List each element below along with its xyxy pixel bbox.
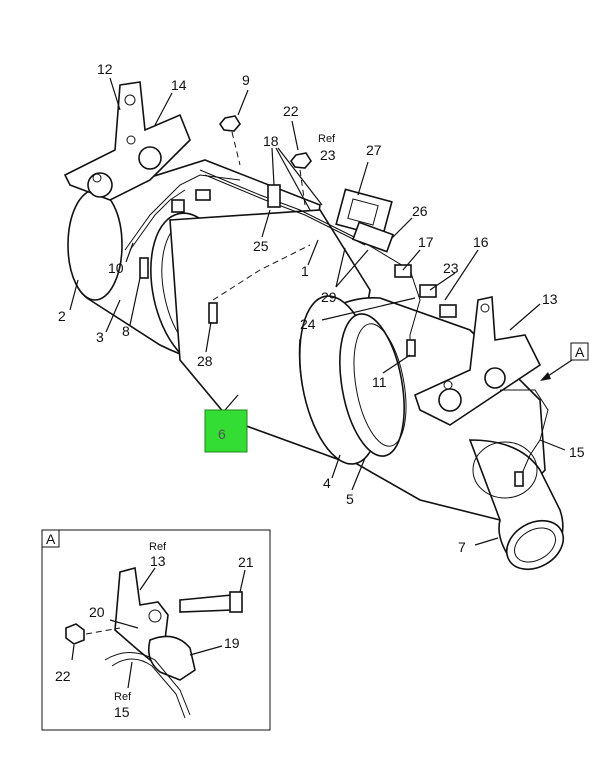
callout-22: 22 — [283, 103, 299, 119]
callout-5: 5 — [346, 491, 354, 507]
nut-9 — [219, 115, 241, 132]
callout-25: 25 — [253, 238, 269, 254]
callout-3: 3 — [96, 329, 104, 345]
callout-16: 16 — [473, 234, 489, 250]
detail-frame — [41, 529, 271, 731]
bolt-8 — [139, 257, 149, 279]
callout-7: 7 — [458, 539, 466, 555]
detail-nut-22 — [65, 623, 85, 645]
callout-28: 28 — [197, 353, 213, 369]
leader-lines — [69, 77, 573, 546]
callout-26: 26 — [412, 203, 428, 219]
callout-10: 10 — [108, 260, 124, 276]
detail-view-a: A Ref 13 21 20 19 22 Ref 15 — [41, 529, 271, 731]
detail-tag: A — [46, 531, 56, 547]
callout-23-ref: Ref — [318, 133, 336, 145]
callout-11: 11 — [372, 374, 387, 390]
view-a-tag: A — [575, 344, 585, 360]
highlight-box-6 — [204, 409, 248, 453]
callout-12: 12 — [97, 61, 113, 77]
harness-1 — [199, 169, 421, 350]
bolt-28 — [208, 302, 218, 324]
detail-ref15-ref: Ref — [114, 691, 132, 703]
detail-ref15-num: 15 — [114, 704, 130, 720]
detail-ref13-ref: Ref — [149, 541, 167, 553]
callout-17: 17 — [418, 234, 434, 250]
callout-6: 6 — [218, 426, 226, 442]
detail-ref13-num: 13 — [150, 553, 166, 569]
callout-13: 13 — [542, 291, 558, 307]
detail-bolt-21 — [179, 594, 233, 613]
detail-clip-19 — [147, 635, 196, 681]
nut-22 — [290, 152, 312, 169]
callout-4: 4 — [323, 475, 331, 491]
callout-27: 27 — [366, 142, 382, 158]
detail-callout-21: 21 — [238, 554, 254, 570]
clamp-5 — [339, 313, 405, 457]
callout-labels: 12 14 9 22 18 Ref 23 27 26 25 17 16 10 1… — [58, 61, 589, 555]
callout-1: 1 — [301, 263, 309, 279]
callout-18: 18 — [263, 133, 279, 149]
callout-9: 9 — [242, 72, 250, 88]
callout-23: 23 — [320, 147, 336, 163]
detail-callout-19: 19 — [224, 635, 240, 651]
callout-23b: 23 — [443, 260, 459, 276]
canister-band-2 — [67, 189, 123, 301]
main-assembly — [63, 81, 565, 571]
detail-callout-20: 20 — [89, 604, 105, 620]
sensor-tube-15 — [500, 389, 549, 479]
detail-callout-22: 22 — [55, 668, 71, 684]
callout-2: 2 — [58, 308, 66, 324]
outlet-clamp — [505, 519, 565, 571]
callout-15: 15 — [569, 444, 585, 460]
callout-8: 8 — [122, 323, 130, 339]
callout-24: 24 — [300, 316, 316, 332]
callout-14: 14 — [171, 77, 187, 93]
callout-29: 29 — [321, 289, 337, 305]
